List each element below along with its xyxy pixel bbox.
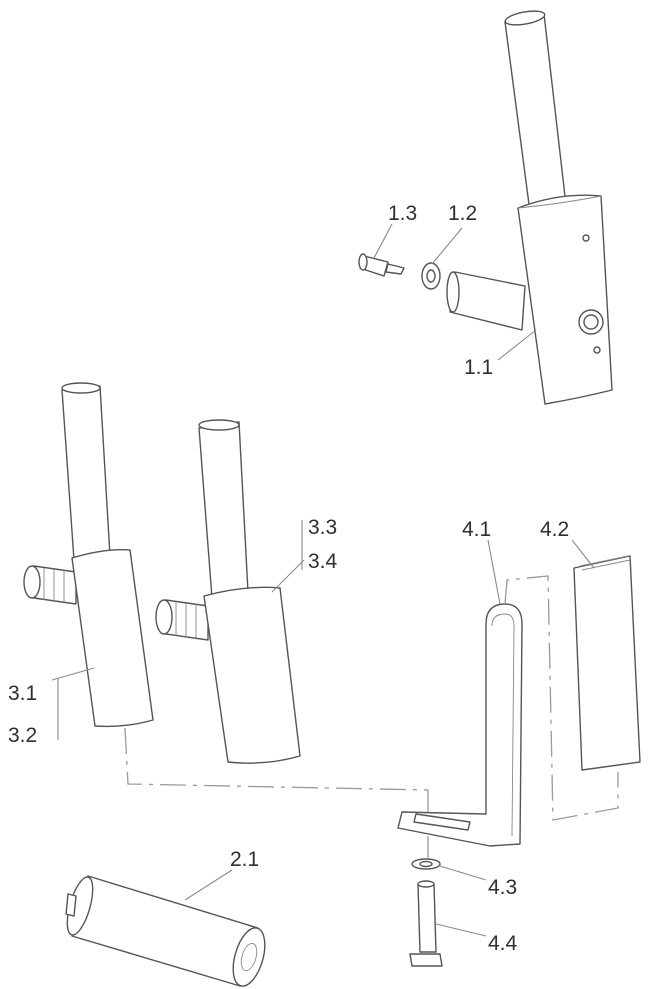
part-2-1-cylinder [65, 875, 266, 987]
part-4-4-screw [409, 880, 443, 967]
part-3-1-fitting [23, 565, 77, 605]
label-4-4: 4.4 [488, 932, 518, 955]
part-4-3-washer [411, 858, 441, 870]
part-1-3-bolt [358, 253, 405, 277]
part-3-3-fitting [155, 599, 209, 641]
part-3-3-sleeve [203, 586, 301, 764]
part-1-1-tube [504, 10, 567, 213]
part-1-1-pin [446, 271, 526, 331]
part-4-1-bracket [397, 603, 523, 847]
assembly-1 [358, 10, 613, 405]
leader-lines [51, 223, 595, 937]
label-3-4: 3.4 [308, 550, 338, 573]
part-3-3-tube [198, 419, 249, 599]
label-1-3: 1.3 [388, 202, 417, 225]
label-3-2: 3.2 [8, 724, 37, 747]
label-2-1: 2.1 [230, 848, 259, 871]
label-3-1: 3.1 [8, 682, 37, 705]
label-1-2: 1.2 [448, 202, 477, 225]
part-1-1-sleeve [517, 194, 613, 405]
label-4-2: 4.2 [540, 518, 569, 541]
part-4-2-pad [573, 555, 641, 771]
part-1-2-washer [421, 262, 441, 290]
label-1-1: 1.1 [464, 356, 493, 379]
part-3-1-sleeve [71, 548, 154, 728]
assembly-lines [124, 575, 619, 858]
label-3-3: 3.3 [308, 516, 337, 539]
assembly-3-1 [23, 382, 154, 728]
assembly-3-3 [155, 419, 301, 764]
label-4-1: 4.1 [462, 518, 491, 541]
part-3-1-tube [61, 382, 111, 561]
label-4-3: 4.3 [488, 876, 517, 899]
part-labels: 1.3 1.2 1.1 2.1 3.1 3.2 3.3 3.4 4.1 4.2 … [8, 202, 569, 955]
